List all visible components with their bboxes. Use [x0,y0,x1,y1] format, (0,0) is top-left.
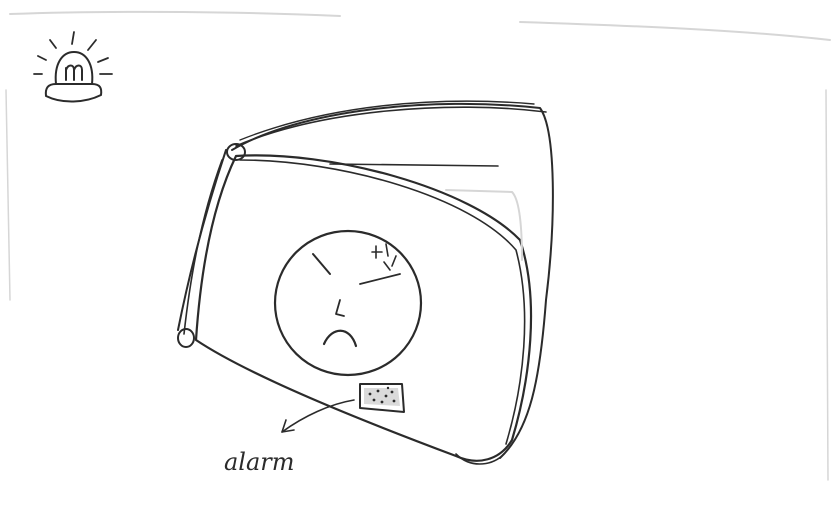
alarm-sensor-icon [360,384,404,412]
annotation-arrow [282,400,354,432]
angry-face-icon [275,231,421,375]
alarm-label: alarm [224,448,295,476]
paper-artifacts [6,12,830,480]
warning-siren-icon [34,32,112,102]
